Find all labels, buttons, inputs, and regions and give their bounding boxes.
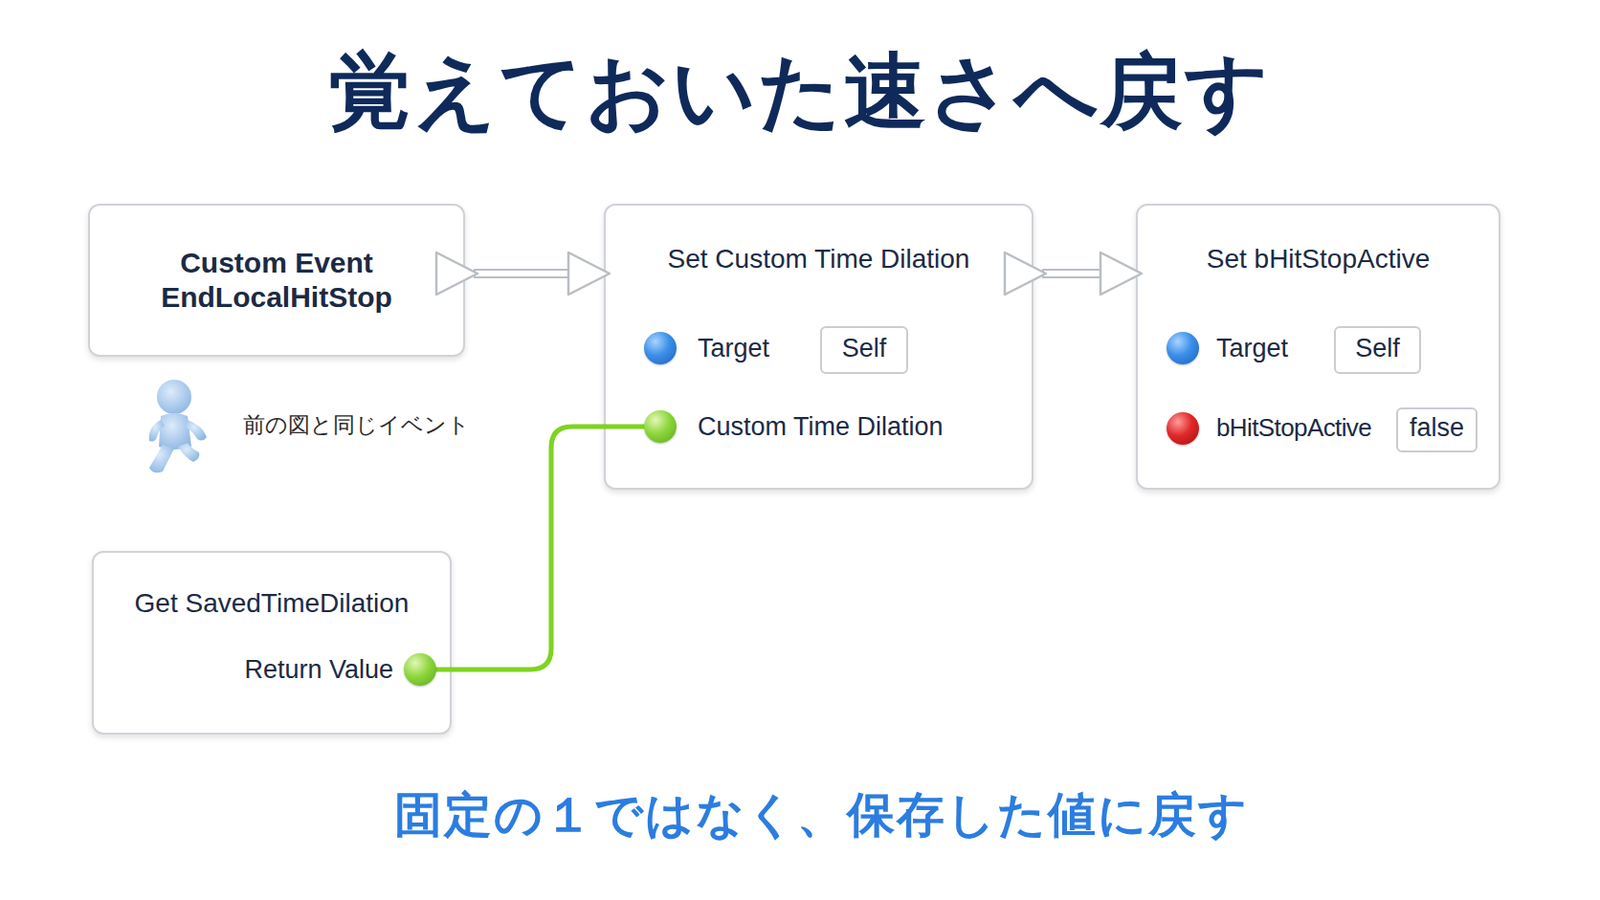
node-title: Set Custom Time Dilation [607,243,1030,276]
caption: 固定の１ではなく、保存した値に戻す [0,786,1600,845]
pin-green [644,410,677,444]
exec-pin [436,252,478,295]
function-node: Set Custom Time DilationTargetCustom Tim… [603,203,1034,490]
pin-blue [1166,332,1200,365]
arrow-head [1100,252,1142,295]
exec-connector [436,252,610,295]
pin-label: Return Value [244,654,394,686]
data-wire [451,426,604,670]
node-title: Get SavedTimeDilation [95,587,448,621]
data-wire-line [451,426,604,670]
arrow-head [568,252,610,295]
event-node: Custom Event EndLocalHitStop [88,203,466,357]
field-value: Self [1337,333,1418,364]
field-value: Self [823,333,905,364]
node-title: Set bHitStopActive [1139,243,1497,276]
exec-wire [474,269,571,278]
pin-label: Custom Time Dilation [697,411,944,443]
pin-label: bHitStopActive [1216,413,1372,444]
value-field: Self [820,326,909,375]
getter-node: Get SavedTimeDilationReturn Value [91,551,452,735]
pin-green [403,653,437,687]
value-field: Self [1333,326,1422,375]
node-title: Custom Event EndLocalHitStop [118,245,435,315]
pin-blue [644,332,677,365]
title: 覚えておいた速さへ戻す [0,45,1600,137]
value-field: false [1396,407,1478,453]
person-illustration [139,377,217,478]
pin-red [1166,412,1200,445]
exec-wire [1043,269,1103,278]
exec-pin [1004,252,1046,295]
pin-label: Target [697,333,770,364]
note-label: 前の図と同じイベント [243,410,470,441]
field-value: false [1400,412,1474,444]
function-node: Set bHitStopActiveTarget bHitStopActive Se… [1135,203,1501,490]
exec-connector [1004,252,1142,295]
pin-label: Target [1216,333,1289,364]
